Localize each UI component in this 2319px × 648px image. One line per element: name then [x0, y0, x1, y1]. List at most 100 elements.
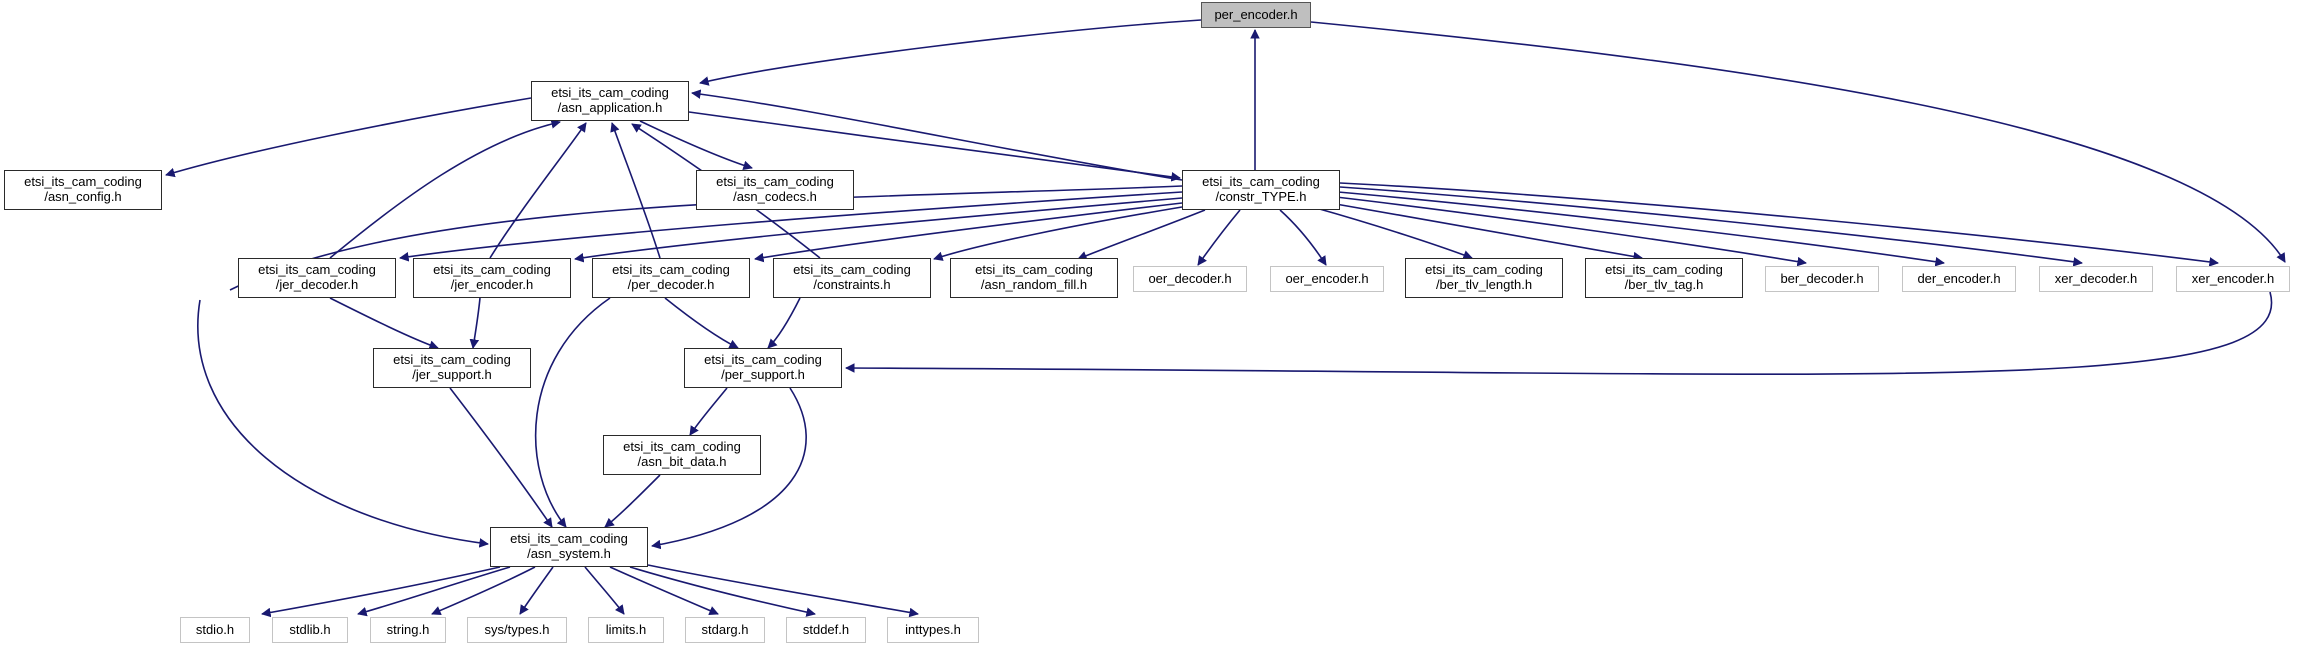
graph-node-jer_support[interactable]: etsi_its_cam_coding/jer_support.h	[373, 348, 531, 388]
graph-node-label: oer_encoder.h	[1285, 270, 1369, 286]
graph-edge-jer_decoder-to-asn_application	[329, 119, 561, 259]
graph-node-stdio[interactable]: stdio.h	[180, 617, 250, 643]
graph-node-asn_codecs[interactable]: etsi_its_cam_coding/asn_codecs.h	[696, 170, 854, 210]
graph-edge-asn_application-to-asn_config	[165, 97, 532, 178]
graph-node-xer_encoder[interactable]: xer_encoder.h	[2176, 266, 2290, 292]
graph-node-constraints[interactable]: etsi_its_cam_coding/constraints.h	[773, 258, 931, 298]
graph-node-label: string.h	[386, 621, 430, 637]
graph-edge-per_encoder-to-xer_encoder	[1310, 21, 2286, 263]
graph-node-label: stdio.h	[195, 621, 235, 637]
graph-node-label: etsi_its_cam_coding	[704, 352, 822, 368]
graph-node-der_encoder[interactable]: der_encoder.h	[1902, 266, 2016, 292]
graph-node-stddef[interactable]: stddef.h	[786, 617, 866, 643]
graph-node-label: oer_decoder.h	[1148, 270, 1232, 286]
graph-node-asn_application[interactable]: etsi_its_cam_coding/asn_application.h	[531, 81, 689, 121]
graph-node-inttypes[interactable]: inttypes.h	[887, 617, 979, 643]
graph-node-label: etsi_its_cam_coding	[433, 262, 551, 278]
graph-node-label: /ber_tlv_tag.h	[1624, 277, 1704, 292]
graph-node-asn_bit_data[interactable]: etsi_its_cam_coding/asn_bit_data.h	[603, 435, 761, 475]
graph-edge-asn_config-to-asn_system	[197, 299, 489, 548]
graph-edge-per_support-to-asn_bit_data	[689, 387, 728, 436]
graph-edge-jer_decoder-to-jer_support	[329, 297, 439, 350]
graph-node-ber_decoder[interactable]: ber_decoder.h	[1765, 266, 1879, 292]
graph-node-label: /jer_decoder.h	[275, 277, 359, 292]
graph-node-label: stdarg.h	[701, 621, 749, 637]
graph-node-label: etsi_its_cam_coding	[1202, 174, 1320, 190]
graph-edge-asn_system-to-stdio	[261, 566, 501, 618]
graph-node-label: etsi_its_cam_coding	[258, 262, 376, 278]
graph-node-label: inttypes.h	[905, 621, 961, 637]
graph-node-label: /constr_TYPE.h	[1215, 189, 1307, 204]
graph-node-label: etsi_its_cam_coding	[623, 439, 741, 455]
graph-node-label: /per_support.h	[721, 367, 805, 382]
graph-node-asn_random_fill[interactable]: etsi_its_cam_coding/asn_random_fill.h	[950, 258, 1118, 298]
graph-node-label: /asn_application.h	[557, 100, 663, 115]
graph-edge-asn_system-to-stdarg	[609, 566, 719, 616]
graph-node-label: etsi_its_cam_coding	[716, 174, 834, 190]
graph-node-per_support[interactable]: etsi_its_cam_coding/per_support.h	[684, 348, 842, 388]
graph-node-limits[interactable]: limits.h	[588, 617, 664, 643]
graph-node-label: etsi_its_cam_coding	[1425, 262, 1543, 278]
graph-edge-constr_TYPE-to-oer_encoder	[1279, 209, 1327, 266]
graph-node-label: sys/types.h	[484, 621, 550, 637]
graph-edge-per_decoder-to-asn_application	[610, 122, 661, 259]
graph-node-jer_encoder[interactable]: etsi_its_cam_coding/jer_encoder.h	[413, 258, 571, 298]
graph-edge-jer_encoder-to-jer_support	[469, 297, 481, 349]
graph-node-label: etsi_its_cam_coding	[393, 352, 511, 368]
graph-node-asn_config[interactable]: etsi_its_cam_coding/asn_config.h	[4, 170, 162, 210]
graph-edge-per_decoder-to-per_support	[664, 297, 739, 349]
graph-edge-constr_TYPE-to-der_encoder	[1337, 191, 1945, 267]
graph-node-label: stdlib.h	[289, 621, 331, 637]
graph-node-xer_decoder[interactable]: xer_decoder.h	[2039, 266, 2153, 292]
graph-node-constr_TYPE[interactable]: etsi_its_cam_coding/constr_TYPE.h	[1182, 170, 1340, 210]
graph-node-ber_tlv_length[interactable]: etsi_its_cam_coding/ber_tlv_length.h	[1405, 258, 1563, 298]
graph-node-string[interactable]: string.h	[370, 617, 446, 643]
graph-node-label: etsi_its_cam_coding	[24, 174, 142, 190]
graph-node-label: /per_decoder.h	[627, 277, 715, 292]
graph-node-label: /ber_tlv_length.h	[1435, 277, 1533, 292]
graph-node-ber_tlv_tag[interactable]: etsi_its_cam_coding/ber_tlv_tag.h	[1585, 258, 1743, 298]
graph-node-label: limits.h	[605, 621, 647, 637]
graph-edge-jer_support-to-asn_system	[449, 387, 553, 528]
graph-edge-asn_application-to-constr_TYPE	[688, 111, 1181, 182]
graph-edge-constr_TYPE-to-ber_decoder	[1335, 196, 1807, 267]
graph-edge-asn_system-to-stdlib	[357, 566, 511, 617]
graph-node-per_decoder[interactable]: etsi_its_cam_coding/per_decoder.h	[592, 258, 750, 298]
graph-edge-constr_TYPE-to-xer_encoder	[1339, 182, 2219, 267]
graph-edge-asn_system-to-inttypes	[647, 564, 919, 618]
graph-node-label: xer_encoder.h	[2191, 270, 2275, 286]
graph-node-stdlib[interactable]: stdlib.h	[272, 617, 348, 643]
graph-node-label: ber_decoder.h	[1780, 270, 1864, 286]
graph-node-label: /asn_bit_data.h	[637, 454, 727, 469]
graph-edge-constr_TYPE-to-ber_tlv_tag	[1329, 202, 1643, 262]
graph-node-per_encoder[interactable]: per_encoder.h	[1201, 2, 1311, 28]
graph-edge-constr_TYPE-to-xer_decoder	[1339, 186, 2083, 267]
graph-node-label: /asn_random_fill.h	[980, 277, 1088, 292]
graph-edge-xer_encoder-to-per_support	[845, 291, 2273, 375]
graph-edge-asn_system-to-stddef	[629, 566, 816, 617]
graph-edge-constr_TYPE-to-jer_decoder	[399, 191, 1183, 262]
graph-node-label: etsi_its_cam_coding	[975, 262, 1093, 278]
graph-node-label: etsi_its_cam_coding	[612, 262, 730, 278]
graph-edge-jer_encoder-to-asn_application	[489, 122, 587, 259]
graph-node-label: etsi_its_cam_coding	[793, 262, 911, 278]
graph-edge-constr_TYPE-to-per_decoder	[754, 202, 1183, 263]
graph-edge-per_decoder-to-asn_system	[534, 297, 611, 528]
graph-node-label: etsi_its_cam_coding	[1605, 262, 1723, 278]
graph-edge-constraints-to-per_support	[767, 297, 801, 349]
graph-node-label: /asn_config.h	[44, 189, 122, 204]
graph-edge-asn_system-to-string	[431, 566, 536, 616]
graph-node-label: der_encoder.h	[1917, 270, 2001, 286]
graph-node-asn_system[interactable]: etsi_its_cam_coding/asn_system.h	[490, 527, 648, 567]
graph-node-label: /jer_encoder.h	[450, 277, 534, 292]
graph-node-jer_decoder[interactable]: etsi_its_cam_coding/jer_decoder.h	[238, 258, 396, 298]
graph-edge-constr_TYPE-to-asn_application	[691, 89, 1183, 181]
graph-node-oer_decoder[interactable]: oer_decoder.h	[1133, 266, 1247, 292]
graph-node-systypes[interactable]: sys/types.h	[467, 617, 567, 643]
graph-node-oer_encoder[interactable]: oer_encoder.h	[1270, 266, 1384, 292]
graph-node-stdarg[interactable]: stdarg.h	[685, 617, 765, 643]
graph-edge-per_support-to-asn_system	[651, 387, 807, 550]
graph-edge-constr_TYPE-to-jer_encoder	[574, 197, 1183, 263]
